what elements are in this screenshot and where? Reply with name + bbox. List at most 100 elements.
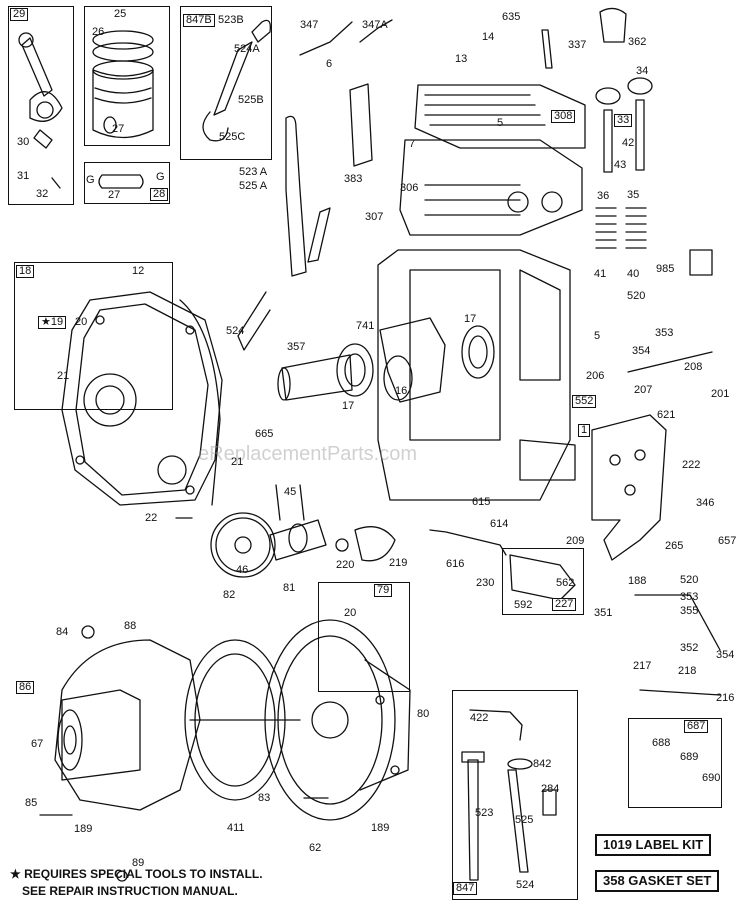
part-g2: G (156, 171, 165, 183)
piston-frame (84, 6, 170, 146)
fasteners-drawing (39, 7, 713, 882)
part-80: 80 (417, 708, 430, 720)
part-30: 30 (17, 136, 30, 148)
part-17b: 17 (342, 400, 355, 412)
part-5: 5 (497, 117, 504, 129)
part-552: 552 (572, 395, 597, 408)
part-362: 362 (628, 36, 647, 48)
part-16: 16 (395, 385, 408, 397)
part-g1: G (86, 174, 95, 186)
part-520a: 520 (627, 290, 646, 302)
part-525: 525 (515, 814, 534, 826)
part-12: 12 (132, 265, 145, 277)
part-189a: 189 (74, 823, 93, 835)
housing-frame (318, 582, 410, 692)
governor-bracket-drawing (429, 414, 721, 696)
part-688: 688 (652, 737, 671, 749)
part-209: 209 (566, 535, 585, 547)
part-422: 422 (470, 712, 489, 724)
connecting-rod-drawing (18, 32, 63, 189)
part-41: 41 (594, 268, 607, 280)
part-525b: 525B (238, 94, 264, 106)
part-352: 352 (680, 642, 699, 654)
part-355: 355 (680, 605, 699, 617)
part-218: 218 (678, 665, 697, 677)
cylinder-block-drawing (377, 84, 586, 501)
part-354a: 354 (632, 345, 651, 357)
part-85: 85 (25, 797, 38, 809)
part-219: 219 (389, 557, 408, 569)
part-230: 230 (476, 577, 495, 589)
part-46: 46 (236, 564, 249, 576)
part-307: 307 (365, 211, 384, 223)
part-842: 842 (533, 758, 552, 770)
camshaft-gear-drawing (210, 484, 396, 578)
part-357: 357 (287, 341, 306, 353)
part-17a: 17 (464, 313, 477, 325)
part-26: 26 (92, 26, 105, 38)
watermark: eReplacementParts.com (198, 443, 417, 465)
pin-frame (84, 162, 170, 204)
piston-drawing (92, 30, 154, 189)
part-88: 88 (124, 620, 137, 632)
special-tools-note-line2: SEE REPAIR INSTRUCTION MANUAL. (22, 884, 238, 898)
part-82: 82 (223, 589, 236, 601)
part-306: 306 (400, 182, 419, 194)
part-346: 346 (696, 497, 715, 509)
part-227: 227 (552, 598, 577, 611)
part-188: 188 (628, 575, 647, 587)
part-520b: 520 (680, 574, 699, 586)
part-19: ★19 (38, 316, 67, 329)
part-27b: 27 (108, 189, 121, 201)
part-45: 45 (284, 486, 297, 498)
part-216: 216 (716, 692, 735, 704)
part-524: 524 (226, 325, 245, 337)
part-35: 35 (627, 189, 640, 201)
part-635: 635 (502, 11, 521, 23)
part-83: 83 (258, 792, 271, 804)
part-284: 284 (541, 783, 560, 795)
part-67: 67 (31, 738, 44, 750)
part-657: 657 (718, 535, 737, 547)
part-665: 665 (255, 428, 274, 440)
crankcase-cover-drawing (61, 291, 223, 506)
part-985: 985 (656, 263, 675, 275)
part-79: 79 (374, 584, 393, 597)
part-84: 84 (56, 626, 69, 638)
part-351: 351 (594, 607, 613, 619)
part-524b: 524 (516, 879, 535, 891)
part-43: 43 (614, 159, 627, 171)
part-347: 347 (300, 19, 319, 31)
part-222: 222 (682, 459, 701, 471)
part-616: 616 (446, 558, 465, 570)
part-20b: 20 (344, 607, 357, 619)
part-201: 201 (711, 388, 730, 400)
valve-frame (628, 718, 722, 808)
crankshaft-drawing (277, 317, 495, 403)
gasket-set-box: 358 GASKET SET (595, 870, 720, 892)
part-206: 206 (586, 370, 605, 382)
part-741: 741 (356, 320, 375, 332)
part-524a: 524A (234, 43, 260, 55)
part-562: 562 (556, 577, 575, 589)
part-25: 25 (114, 8, 127, 20)
part-525a: 525 A (239, 180, 268, 192)
part-5b: 5 (594, 330, 601, 342)
part-207: 207 (634, 384, 653, 396)
part-265: 265 (665, 540, 684, 552)
part-14: 14 (482, 31, 495, 43)
part-208: 208 (684, 361, 703, 373)
part-411: 411 (227, 822, 245, 834)
part-353a: 353 (655, 327, 674, 339)
part-33: 33 (614, 114, 633, 127)
part-592: 592 (514, 599, 533, 611)
label-kit-box: 1019 LABEL KIT (595, 834, 712, 856)
part-687: 687 (684, 720, 709, 733)
part-31: 31 (17, 170, 30, 182)
part-308: 308 (551, 110, 576, 123)
part-89: 89 (132, 857, 145, 869)
part-347a: 347A (362, 19, 388, 31)
part-523b: 523B (218, 14, 244, 26)
